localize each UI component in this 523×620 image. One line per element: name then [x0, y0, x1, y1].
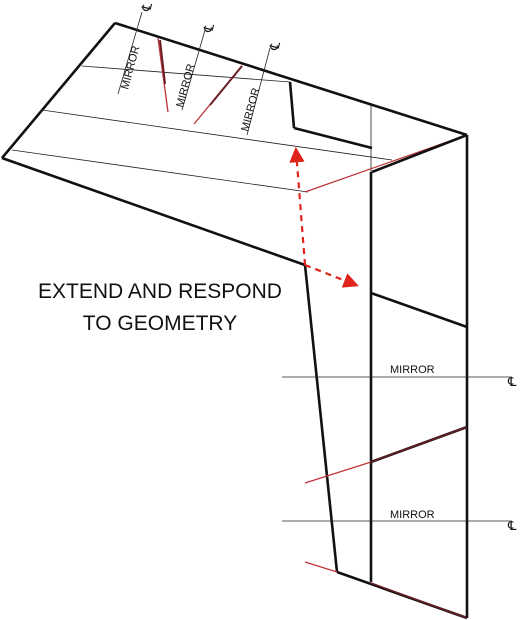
arrow-right-to-panel	[304, 263, 359, 288]
accent-segment-lower-2-bold	[370, 582, 468, 619]
mirror-label-4: MIRROR	[390, 364, 435, 376]
extension-arrows	[289, 146, 359, 288]
outline-left-edge	[1, 22, 116, 159]
outline-left-taper	[303, 264, 339, 573]
arrow-up-to-seam	[289, 146, 307, 266]
inner-seam-upper	[371, 133, 468, 174]
upper-guide-line-1	[81, 65, 291, 83]
inner-seam-vertical	[288, 81, 296, 129]
inner-seam-middle	[370, 291, 468, 329]
lower-panel	[282, 133, 510, 620]
centerline-3	[246, 47, 271, 136]
annotation-line-1: EXTEND AND RESPOND	[38, 280, 282, 303]
accent-segment-lower-1	[304, 461, 372, 484]
centerline-symbol-2: ℄	[201, 21, 218, 35]
centerline-1	[117, 11, 143, 95]
upper-guide-line-3	[11, 149, 309, 193]
upper-accent-segments	[157, 37, 468, 193]
outline-lower-diagonal	[1, 156, 306, 267]
accent-segment-2-bold	[209, 65, 243, 106]
mirror-label-3: MIRROR	[239, 87, 262, 133]
accent-segment-lower-2	[304, 561, 338, 573]
centerline-symbol-4: ℄	[507, 375, 517, 390]
centerline-symbol-3: ℄	[267, 39, 284, 53]
upper-centerlines	[117, 11, 271, 136]
annotation-line-2: TO GEOMETRY	[83, 312, 237, 335]
accent-segment-1-bold	[159, 39, 166, 85]
upper-guide-line-2	[41, 109, 393, 161]
centerline-symbol-5: ℄	[507, 519, 517, 534]
inner-seam-diagonal	[293, 126, 373, 150]
mirror-label-5: MIRROR	[390, 509, 435, 521]
outline-top-edge	[114, 21, 468, 137]
lower-accent-segments	[304, 426, 468, 619]
mirror-label-1: MIRROR	[119, 45, 142, 91]
centerline-2	[181, 29, 206, 111]
accent-segment-lower-1-bold	[370, 426, 468, 463]
mirror-label-2: MIRROR	[174, 63, 197, 109]
